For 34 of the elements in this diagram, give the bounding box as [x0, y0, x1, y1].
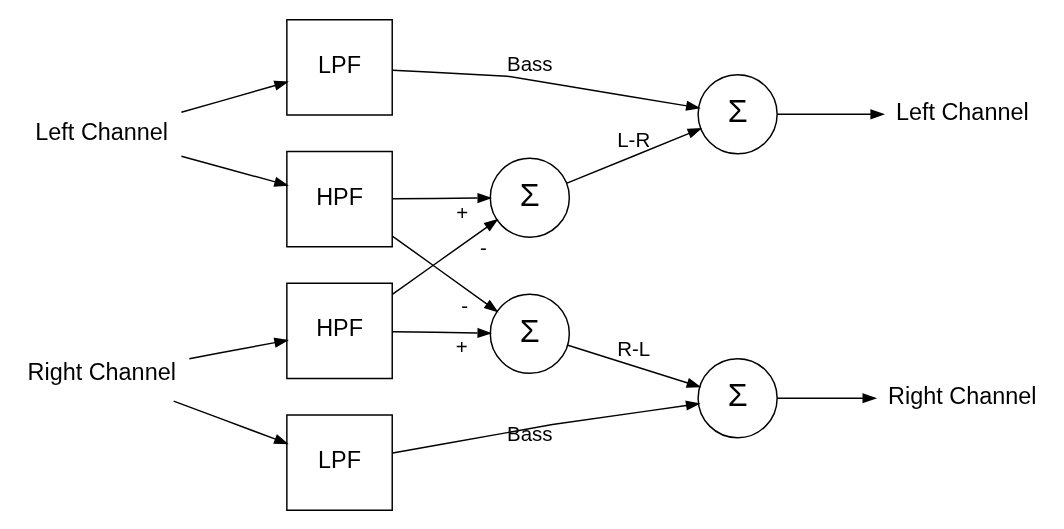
- node-box: LPF: [286, 413, 393, 511]
- arrow: [391, 68, 701, 111]
- node-box: HPF: [286, 150, 393, 247]
- arrow: [391, 327, 493, 338]
- node-text: Left Channel: [35, 118, 169, 145]
- arrow: [566, 127, 703, 184]
- node-circle: Σ: [489, 293, 571, 374]
- edge-label: R-L: [617, 336, 651, 360]
- arrow: [180, 154, 289, 187]
- node-text: Right Channel: [27, 358, 176, 385]
- arrow: [180, 80, 289, 113]
- node-text: Left Channel: [895, 98, 1029, 125]
- arrow: [391, 235, 499, 312]
- node-circle: Σ: [489, 156, 571, 238]
- arrow: [391, 192, 493, 203]
- edge-label: Bass: [507, 421, 553, 445]
- edge-label: -: [479, 235, 487, 259]
- node-box: LPF: [286, 18, 393, 116]
- node-circle: Σ: [697, 357, 778, 438]
- arrow: [567, 344, 702, 388]
- node-box: HPF: [286, 282, 393, 379]
- node-circle: Σ: [697, 73, 778, 154]
- arrow: [188, 337, 289, 359]
- arrow: [391, 218, 499, 295]
- edge-label: +: [456, 200, 469, 224]
- arrow: [172, 399, 289, 444]
- edge-label: Bass: [507, 51, 553, 75]
- arrow: [776, 392, 878, 403]
- arrow: [776, 108, 886, 119]
- node-text: Right Channel: [888, 382, 1037, 409]
- edge-label: -: [461, 293, 469, 317]
- arrow: [392, 399, 701, 454]
- edge-label: L-R: [617, 127, 651, 151]
- edge-label: +: [455, 334, 468, 358]
